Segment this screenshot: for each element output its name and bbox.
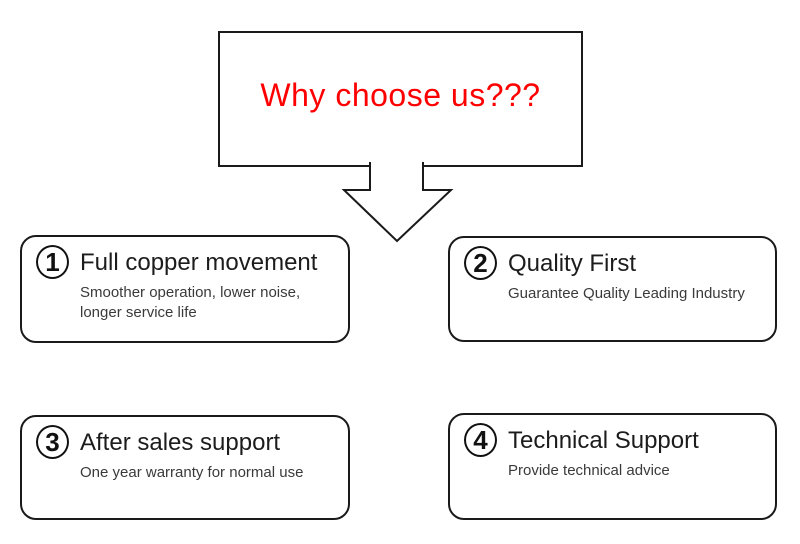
description-line: Guarantee Quality Leading Industry	[508, 285, 745, 302]
down-arrow-icon	[341, 162, 454, 243]
number-badge-2: 2	[464, 246, 497, 280]
number-badge-3: 3	[36, 425, 69, 459]
feature-card-after-sales-support: 3 After sales support One year warranty …	[20, 415, 350, 520]
page-title: Why choose us???	[260, 76, 541, 113]
description-line: Provide technical advice	[508, 462, 670, 479]
number-badge-4: 4	[464, 423, 497, 457]
feature-card-quality-first: 2 Quality First Guarantee Quality Leadin…	[448, 236, 777, 342]
feature-title: Technical Support	[508, 427, 699, 454]
feature-description: One year warranty for normal use	[80, 463, 303, 483]
feature-title: After sales support	[80, 429, 281, 456]
description-line: longer service life	[80, 304, 197, 321]
feature-description: Smoother operation, lower noise, longer …	[80, 283, 300, 323]
number-badge-1: 1	[36, 245, 69, 279]
feature-description: Guarantee Quality Leading Industry	[508, 284, 745, 304]
why-choose-us-box: Why choose us???	[218, 31, 583, 167]
description-line: One year warranty for normal use	[80, 464, 304, 481]
feature-card-technical-support: 4 Technical Support Provide technical ad…	[448, 413, 777, 520]
feature-description: Provide technical advice	[508, 461, 670, 481]
feature-title: Quality First	[508, 250, 637, 277]
feature-card-full-copper-movement: 1 Full copper movement Smoother operatio…	[20, 235, 350, 343]
description-line: Smoother operation, lower noise,	[80, 284, 301, 301]
feature-title: Full copper movement	[80, 249, 318, 276]
